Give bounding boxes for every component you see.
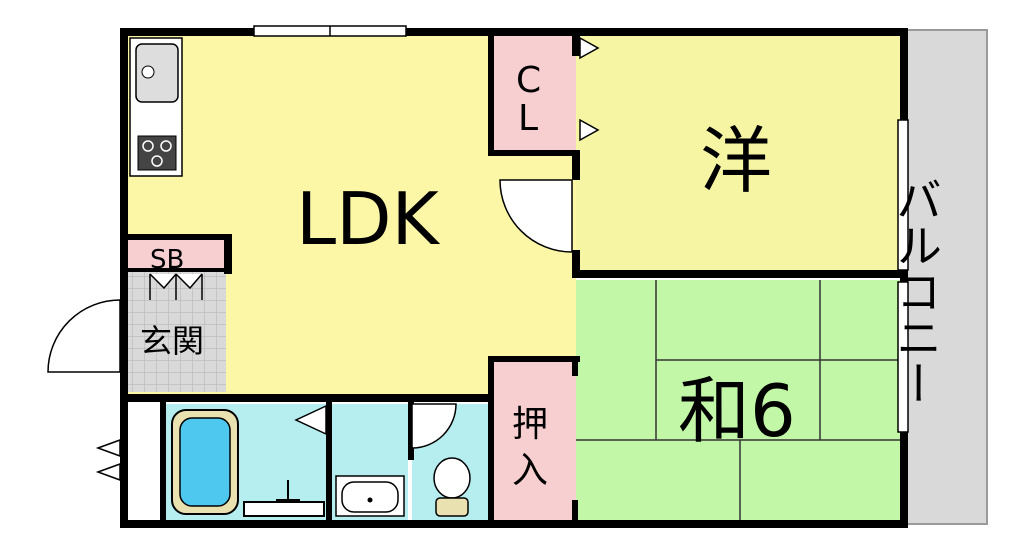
shoebox-label: SB xyxy=(150,245,184,275)
closet-door-icon xyxy=(579,36,600,60)
oshiire-label-2: 入 xyxy=(512,450,548,491)
bath-door-icon xyxy=(294,404,327,436)
shoebox-room xyxy=(128,238,224,272)
faucet-icon xyxy=(243,480,325,517)
shoebox-door-icon xyxy=(149,273,203,300)
entrance-door-icon xyxy=(47,299,121,373)
toilet-door-icon xyxy=(411,403,457,449)
ldk-door-icon xyxy=(499,179,573,253)
balcony-area xyxy=(904,29,988,525)
tatami-lines xyxy=(576,280,900,520)
toilet-icon xyxy=(433,457,471,517)
japanese-room xyxy=(576,280,900,520)
ldk-lower xyxy=(232,240,576,394)
storage-door-icon xyxy=(95,438,121,458)
entrance-label: 玄関 xyxy=(140,322,204,360)
oshiire-room xyxy=(492,362,576,520)
japanese-room-label: 和6 xyxy=(678,369,796,453)
sink-icon xyxy=(135,43,179,103)
closet-label-c: C xyxy=(516,60,541,101)
western-room xyxy=(576,36,900,273)
washbasin-icon xyxy=(335,475,405,517)
western-room-label: 洋 xyxy=(700,119,772,203)
top-window xyxy=(253,25,407,37)
stove-icon xyxy=(137,135,177,171)
entrance-floor xyxy=(128,272,226,392)
oshiire-label-1: 押 xyxy=(512,404,548,445)
walls xyxy=(120,28,908,528)
closet-room xyxy=(492,36,576,154)
bathtub-icon xyxy=(171,409,239,515)
balcony-label: バルコニー xyxy=(889,176,943,406)
balcony-windows xyxy=(897,119,909,433)
closet-label-l: L xyxy=(518,98,538,139)
kitchen-counter xyxy=(129,37,183,177)
doors xyxy=(47,36,600,482)
storage-room xyxy=(128,404,162,520)
ldk-label: LDK xyxy=(296,177,441,261)
